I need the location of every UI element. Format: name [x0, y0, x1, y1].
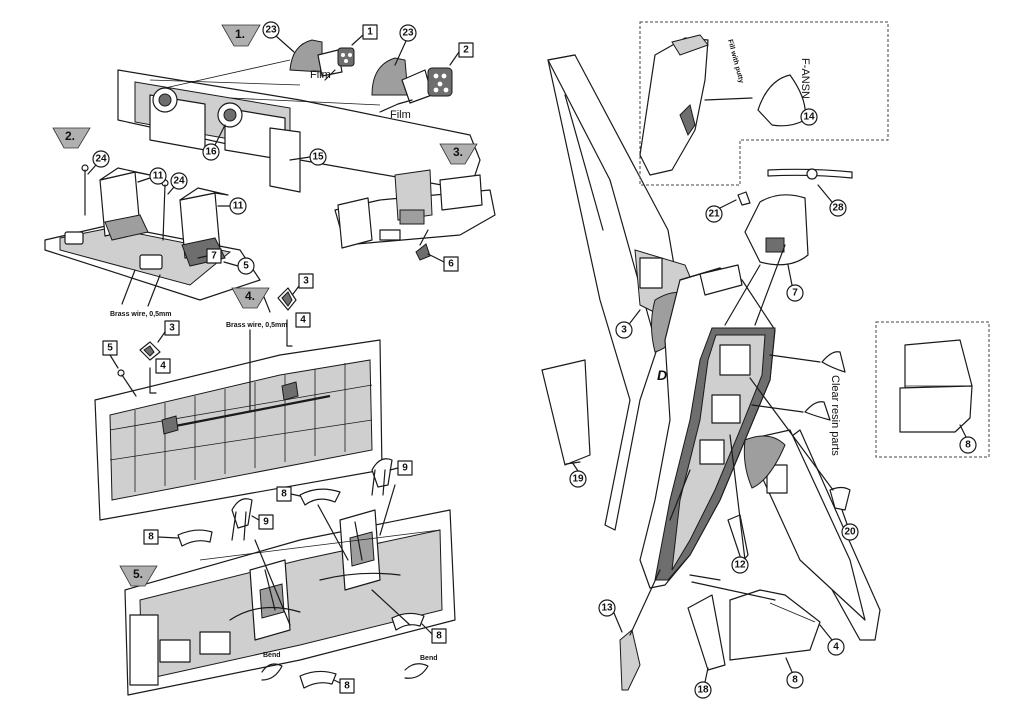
part-tag-4-a: 4: [300, 315, 306, 326]
film-label-b: Film: [390, 109, 411, 121]
part-film-panel-2: [371, 57, 453, 104]
step-4-loose-parts: [117, 341, 161, 397]
detail-box-putty: [639, 21, 889, 186]
brass-wire-label-a: Brass wire, 0,5mm: [110, 311, 171, 318]
part-tag-11-a: 11: [153, 171, 164, 182]
step-5-cockpit-harness: [124, 509, 456, 696]
fuselage: D: [639, 264, 776, 589]
bend-label-a: Bend: [263, 652, 281, 659]
part-tag-8-c: 8: [436, 631, 442, 642]
step-marker-5: 5.: [119, 565, 158, 587]
part-tag-11-b: 11: [233, 201, 244, 212]
left-wing-lower: [743, 429, 881, 641]
step-2-cockpit-floor: [44, 164, 261, 307]
fuselage-letter: D: [657, 367, 667, 383]
part-tag-24-b: 24: [173, 176, 185, 187]
part-tag-24-a: 24: [95, 154, 107, 165]
brass-wire-pieces: [261, 287, 297, 347]
part-tag-8-d: 8: [344, 681, 350, 692]
part-tag-15: 15: [312, 152, 324, 163]
part-tags-right: 3 19 13 18 12 8 4 20 7 21 28 14 8: [569, 108, 977, 699]
part-tag-4-c: 4: [833, 642, 839, 653]
part-tag-2: 2: [463, 45, 469, 56]
part-tag-8-a: 8: [281, 489, 287, 500]
nose-parts: [724, 168, 853, 326]
part-tag-23-b: 23: [402, 28, 414, 39]
tail-parts: [541, 359, 821, 691]
part-tag-8-f: 8: [965, 440, 971, 451]
part-tag-4-b: 4: [160, 361, 166, 372]
part-tag-8-b: 8: [148, 532, 154, 543]
part-tag-28: 28: [832, 203, 844, 214]
part-tag-23-a: 23: [265, 25, 277, 36]
step-1-instrument-panel: [117, 59, 481, 193]
part-tag-3-c: 3: [621, 325, 627, 336]
canopy-parts: [749, 351, 851, 511]
part-tags-left: 23 23 16 15 24 11 24 11 5 1 2 7 6 3 4 3 …: [87, 21, 474, 694]
part-tag-8-e: 8: [792, 675, 798, 686]
part-tag-6: 6: [448, 259, 454, 270]
step-marker-2: 2.: [52, 127, 91, 149]
part-tag-7-a: 7: [211, 251, 217, 262]
step-1-label: 1.: [235, 27, 245, 41]
harness-parts: [177, 458, 429, 689]
part-tag-1: 1: [367, 27, 373, 38]
step-3-label: 3.: [453, 145, 463, 159]
step-3-cockpit-assembly: [334, 169, 496, 261]
part-tag-5-b: 5: [107, 343, 113, 354]
aircraft-code: F-ANSN: [799, 58, 811, 99]
step-marker-4: 4.: [231, 287, 270, 309]
part-tag-20: 20: [844, 527, 856, 538]
part-tag-5-a: 5: [243, 261, 249, 272]
part-tag-3-a: 3: [303, 276, 309, 287]
part-tag-14: 14: [803, 112, 815, 123]
step-5-label: 5.: [133, 567, 143, 581]
part-tag-9-a: 9: [402, 463, 408, 474]
assembly-arrows: [629, 244, 786, 636]
part-tag-13: 13: [601, 603, 613, 614]
part-tag-16: 16: [205, 147, 217, 158]
step-marker-1: 1.: [221, 24, 261, 47]
brass-wire-label-b: Brass wire, 0,5mm: [226, 322, 287, 329]
film-label-a: Film: [310, 69, 331, 81]
clear-resin-label: Clear resin parts: [829, 375, 841, 456]
part-tag-19: 19: [572, 474, 584, 485]
step-4-label: 4.: [245, 289, 255, 303]
detail-box-rudder: [875, 321, 990, 458]
part-film-panel-1: [289, 39, 355, 77]
part-tag-21: 21: [708, 209, 720, 220]
part-tag-18: 18: [697, 685, 709, 696]
part-tag-9-b: 9: [263, 517, 269, 528]
step-4-fuselage-rail: [94, 329, 383, 521]
part-tag-12: 12: [734, 560, 746, 571]
part-tag-3-b: 3: [169, 323, 175, 334]
step-marker-3: 3.: [439, 143, 478, 165]
step-2-label: 2.: [65, 129, 75, 143]
part-tag-7-b: 7: [792, 288, 798, 299]
fill-putty-label: Fill with putty: [726, 39, 744, 84]
bend-label-b: Bend: [420, 655, 438, 662]
